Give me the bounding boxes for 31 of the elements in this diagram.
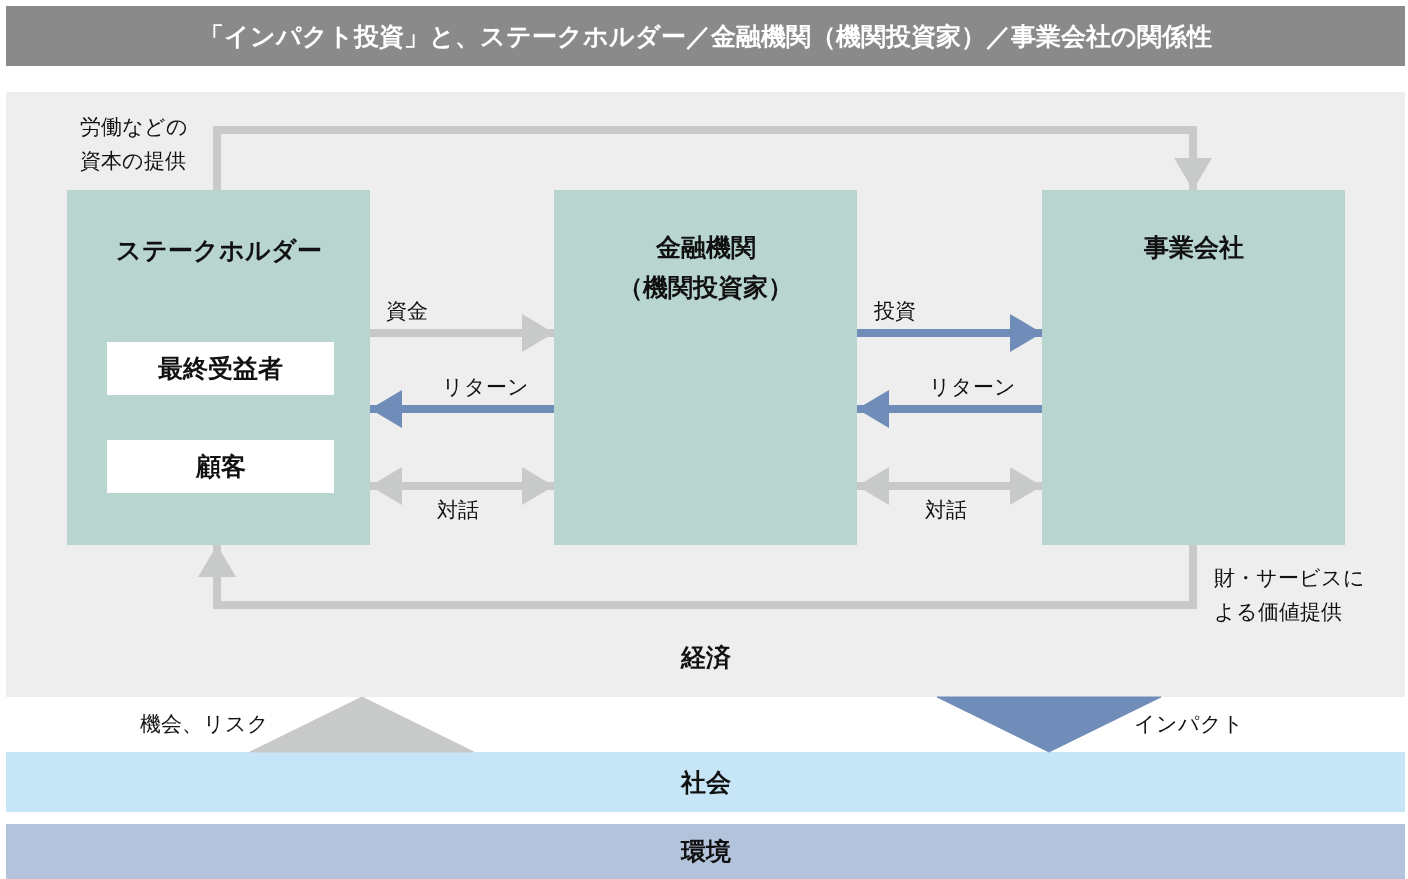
- box-heading: 経済: [679, 641, 732, 674]
- box-heading: ステークホルダー: [114, 234, 323, 267]
- edge-label: リターン: [442, 374, 530, 401]
- triangle-arrow: [249, 696, 475, 753]
- arrow: [370, 314, 554, 352]
- edge-label: 財・サービスによる価値提供: [1214, 565, 1366, 626]
- company-box: 事業会社: [1042, 190, 1345, 545]
- stakeholder-box: [67, 190, 370, 545]
- arrow: [213, 126, 1212, 190]
- title-bar: 「インパクト投資」と、ステークホルダー／金融機関（機関投資家）／事業会社の関係性: [6, 6, 1405, 66]
- edge-label: 投資: [874, 298, 917, 325]
- arrow: [198, 545, 1197, 609]
- arrow: [857, 467, 1042, 505]
- arrow: [370, 390, 554, 428]
- society-band: 社会: [6, 752, 1405, 812]
- customer-box: 顧客: [107, 440, 334, 493]
- edge-label: 労働などの資本の提供: [80, 114, 189, 175]
- arrow: [370, 467, 554, 505]
- edge-label: 資金: [386, 298, 429, 325]
- edge-label: リターン: [929, 374, 1017, 401]
- environment-band: 環境: [6, 824, 1405, 879]
- edge-label: 機会、リスク: [140, 711, 270, 738]
- triangle-arrow: [936, 696, 1162, 753]
- economy-area: [6, 92, 1405, 697]
- beneficiary-box: 最終受益者: [107, 342, 334, 395]
- financial-institution-box: 金融機関（機関投資家）: [554, 190, 857, 545]
- edge-label: 対話: [437, 497, 480, 524]
- arrow: [857, 390, 1042, 428]
- arrow: [857, 314, 1042, 352]
- edge-label: 対話: [925, 497, 968, 524]
- edge-label: インパクト: [1134, 711, 1245, 738]
